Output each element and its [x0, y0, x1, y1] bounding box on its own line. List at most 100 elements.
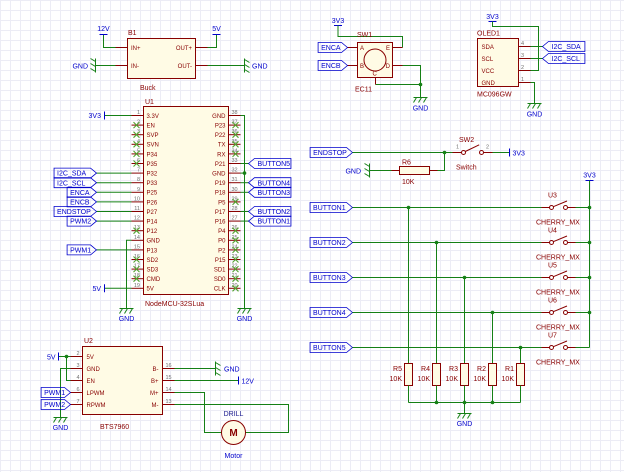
switch-value[interactable]: Switch — [456, 165, 477, 172]
wire[interactable] — [207, 34, 217, 48]
component-ref[interactable]: B1 — [128, 30, 137, 37]
buck-body[interactable] — [127, 38, 196, 79]
wire[interactable] — [492, 21, 539, 71]
switch-blade[interactable] — [553, 200, 568, 208]
resistor-body[interactable] — [460, 363, 469, 386]
net-flag-button4[interactable]: BUTTON4 — [309, 307, 354, 318]
net-flag-button3[interactable]: BUTTON3 — [247, 186, 292, 198]
motor-driver[interactable]: U2 2 3 4 6 7 5V GND EN LPWM RPWM 16 15 1… — [40, 338, 289, 433]
component-value[interactable]: MC096GW — [477, 92, 512, 99]
switch-blade[interactable] — [553, 340, 568, 348]
ground-icon[interactable] — [237, 303, 252, 314]
wire[interactable] — [103, 34, 116, 48]
ground-label[interactable]: GND — [53, 425, 69, 432]
net-flag-button5[interactable]: BUTTON5 — [309, 342, 354, 353]
ground-icon[interactable] — [364, 163, 375, 178]
net-flag-encb[interactable]: ENCB — [66, 196, 98, 208]
power-flag-12v[interactable]: 12V — [97, 26, 110, 33]
net-flag-button1[interactable]: BUTTON1 — [309, 202, 354, 213]
resistor-body[interactable] — [488, 363, 497, 386]
ground-icon[interactable] — [457, 408, 472, 419]
net-flag-enca[interactable]: ENCA — [317, 42, 349, 53]
net-flag-i2c_scl[interactable]: I2C_SCL — [53, 177, 98, 189]
net-flag-button4[interactable]: BUTTON4 — [247, 177, 292, 189]
buck-converter[interactable]: 12V 5V GND GND B1 IN+ IN- OUT+ OUT- Buck — [72, 26, 267, 92]
ground-label[interactable]: GND — [72, 63, 88, 70]
ground-label[interactable]: GND — [527, 112, 543, 119]
component-ref[interactable]: DRILL — [224, 411, 244, 418]
net-flag-endstop[interactable]: ENDSTOP — [309, 147, 354, 158]
component-value[interactable]: BTS7960 — [100, 424, 129, 431]
wire[interactable] — [402, 65, 421, 85]
resistor-body[interactable] — [399, 166, 430, 175]
wire[interactable] — [126, 239, 132, 304]
net-flag-button2[interactable]: BUTTON2 — [247, 206, 292, 217]
resistor-body[interactable] — [516, 363, 525, 386]
motor[interactable]: DRILL M Motor — [221, 411, 246, 460]
switch-blade[interactable] — [465, 144, 480, 152]
component-value[interactable]: Buck — [140, 85, 156, 92]
ground-icon[interactable] — [527, 98, 542, 109]
endstop-circuit[interactable]: ENDSTOP GND R6 10K SW2 1 2 Switch 3V3 — [309, 137, 526, 186]
net-flag-enca[interactable]: ENCA — [66, 186, 98, 198]
net-flag-button5[interactable]: BUTTON5 — [247, 158, 292, 169]
power-flag-12v[interactable]: 12V — [242, 378, 255, 385]
encoder-body[interactable] — [357, 42, 393, 78]
ground-icon[interactable] — [413, 92, 428, 103]
resistor-ref[interactable]: R6 — [402, 160, 411, 167]
wire[interactable] — [66, 356, 71, 381]
net-flag-pwm2[interactable]: PWM2 — [40, 399, 72, 410]
ground-icon[interactable] — [239, 58, 250, 73]
oled-body[interactable] — [477, 38, 519, 87]
net-flag-endstop[interactable]: ENDSTOP — [53, 206, 98, 217]
ground-icon[interactable] — [53, 412, 68, 423]
component-ref[interactable]: U1 — [145, 99, 154, 106]
ground-label[interactable]: GND — [345, 168, 361, 175]
switch-blade[interactable] — [553, 235, 568, 243]
wire[interactable] — [174, 392, 222, 433]
switch-blade[interactable] — [553, 270, 568, 278]
wire[interactable] — [337, 25, 403, 48]
wire[interactable] — [240, 115, 245, 304]
ground-label[interactable]: GND — [224, 366, 240, 373]
component-ref[interactable]: OLED1 — [477, 31, 500, 38]
ground-label[interactable]: GND — [413, 106, 429, 113]
resistor-body[interactable] — [404, 363, 413, 386]
net-flag-button3[interactable]: BUTTON3 — [309, 272, 354, 283]
rotary-encoder[interactable]: 3V3 GND SW1 A B C D E ENCA ENCB EC11 — [317, 18, 429, 113]
power-flag-3v3[interactable]: 3V3 — [486, 14, 499, 21]
net-flag-i2c-scl[interactable]: I2C_SCL — [541, 53, 586, 64]
net-flag-i2c_sda[interactable]: I2C_SDA — [53, 167, 98, 179]
component-ref[interactable]: SW1 — [357, 32, 372, 39]
switch-blade[interactable] — [553, 305, 568, 313]
component-value[interactable]: Motor — [225, 453, 244, 460]
component-value[interactable]: EC11 — [355, 87, 372, 94]
component-ref[interactable]: U2 — [84, 338, 93, 345]
wire[interactable] — [437, 152, 445, 171]
net-flag-button2[interactable]: BUTTON2 — [309, 237, 354, 248]
switch-ref[interactable]: SW2 — [459, 137, 474, 144]
ground-icon[interactable] — [210, 361, 221, 376]
ground-icon[interactable] — [119, 303, 134, 314]
oled-display[interactable]: 3V3 GND OLED1 SDA SCL VCC GND 4 3 2 1 I2… — [477, 14, 586, 119]
resistor-body[interactable] — [432, 363, 441, 386]
net-flag-button1[interactable]: BUTTON1 — [247, 215, 292, 227]
net-flag-i2c-sda[interactable]: I2C_SDA — [541, 41, 586, 52]
ground-label[interactable]: GND — [252, 63, 268, 70]
wire[interactable] — [174, 404, 289, 433]
component-value[interactable]: NodeMCU-32SLua — [145, 301, 204, 308]
power-flag-3v3[interactable]: 3V3 — [332, 18, 345, 25]
power-flag-5v[interactable]: 5V — [212, 26, 221, 33]
power-flag-5v[interactable]: 5V — [47, 354, 56, 361]
ground-icon[interactable] — [90, 58, 101, 73]
motor-body[interactable] — [221, 420, 246, 445]
mcu-module[interactable]: U1 NodeMCU-32SLua — [143, 99, 229, 308]
wire[interactable] — [530, 82, 535, 99]
mcu-body[interactable] — [143, 106, 229, 295]
resistor-value[interactable]: 10K — [402, 179, 415, 186]
power-flag-3v3[interactable]: 3V3 — [513, 150, 526, 157]
net-flag-pwm1[interactable]: PWM1 — [40, 387, 72, 398]
net-flag-encb[interactable]: ENCB — [317, 60, 349, 71]
net-flag-pwm2[interactable]: PWM2 — [66, 215, 98, 227]
